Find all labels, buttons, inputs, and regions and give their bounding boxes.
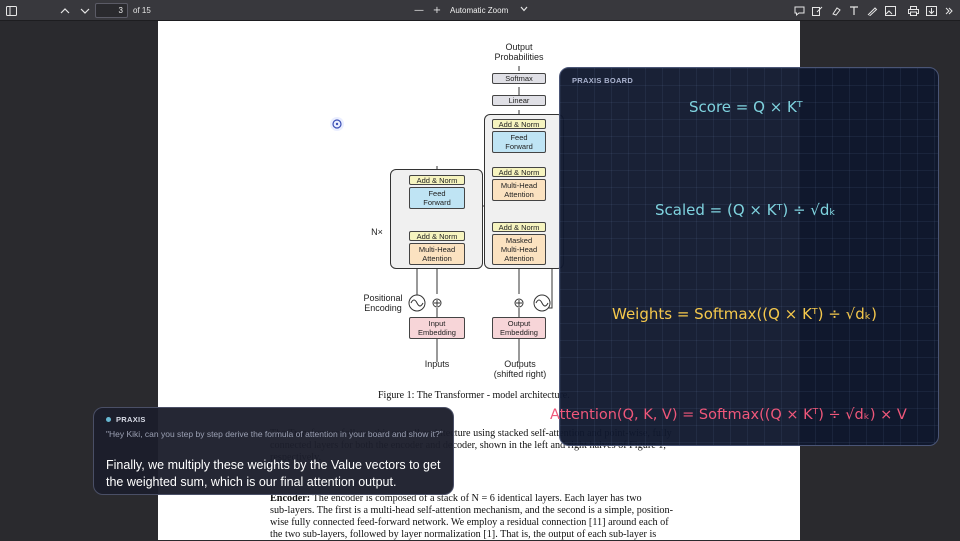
zoom-select-label: Automatic Zoom [450,6,509,15]
decoder-add-norm-mid: Add & Norm [492,167,546,177]
inputs-label: Inputs [424,359,450,369]
figure-caption: Figure 1: The Transformer - model archit… [378,390,570,401]
page-number-input[interactable] [95,3,128,18]
viewer-toolbar: of 15 — + Automatic Zoom [0,0,960,21]
chevron-down-icon [520,5,528,14]
assistant-name: PRAXIS [116,415,146,424]
encoder-add-norm-top: Add & Norm [409,175,465,185]
save-icon[interactable] [924,3,938,18]
print-icon[interactable] [906,3,920,18]
status-dot-icon [106,417,111,422]
user-question: "Hey Kiki, can you step by step derive t… [106,429,443,439]
encoder-heading: Encoder: [270,493,311,504]
comment-icon[interactable] [792,3,806,18]
praxis-board: PRAXIS BOARD Score = Q × Kᵀ Scaled = (Q … [559,67,939,446]
assistant-answer: Finally, we multiply these weights by th… [106,458,441,489]
outputs-shifted-label: Outputs(shifted right) [493,359,547,379]
zoom-in-button[interactable]: + [432,5,442,16]
formula-score: Score = Q × Kᵀ [689,98,803,116]
assistant-header: PRAXIS [106,415,146,424]
previous-page-icon[interactable] [58,3,72,18]
edit-note-icon[interactable] [810,3,824,18]
zoom-select[interactable]: Automatic Zoom [446,3,534,18]
assistant-message-panel: PRAXIS "Hey Kiki, can you step by step d… [93,407,454,495]
board-title: PRAXIS BOARD [572,76,634,85]
image-icon[interactable] [883,3,897,18]
highlight-icon[interactable] [829,3,843,18]
text-tool-icon[interactable] [847,3,861,18]
cursor-icon [330,117,344,131]
formula-weights: Weights = Softmax((Q × Kᵀ) ÷ √dₖ) [612,305,877,323]
page-total-label: of 15 [133,6,151,15]
sidebar-toggle-icon[interactable] [4,3,18,18]
next-page-icon[interactable] [78,3,92,18]
encoder-nx-label: N× [371,227,383,237]
softmax-block: Softmax [492,73,546,84]
formula-scaled: Scaled = (Q × Kᵀ) ÷ √dₖ [655,201,836,219]
decoder-add-norm-top: Add & Norm [492,119,546,129]
encoder-add-norm-bottom: Add & Norm [409,231,465,241]
more-tools-icon[interactable] [942,3,956,18]
zoom-out-button[interactable]: — [414,5,424,16]
linear-block: Linear [492,95,546,106]
formula-attention: Attention(Q, K, V) = Softmax((Q × Kᵀ) ÷ … [550,407,907,423]
decoder-add-norm-bottom: Add & Norm [492,222,546,232]
paper-encoder-paragraph: Encoder: The encoder is composed of a st… [270,493,673,540]
draw-icon[interactable] [865,3,879,18]
